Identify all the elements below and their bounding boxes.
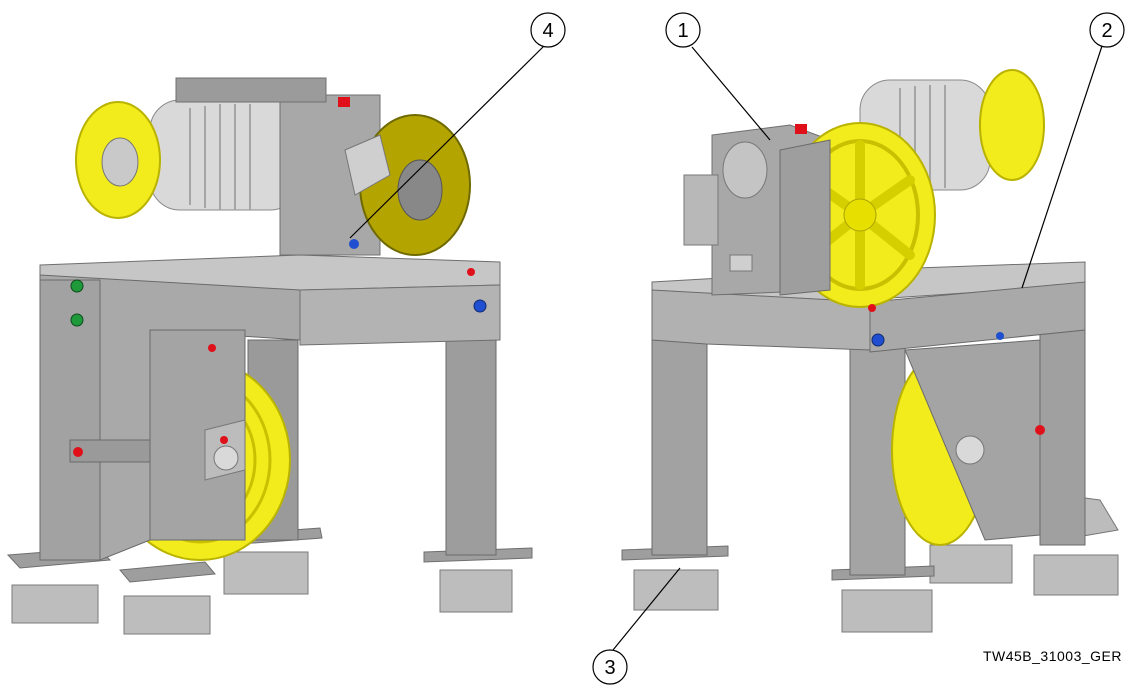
callout-4: 4: [530, 12, 566, 48]
figure-code: TW45B_31003_GER: [982, 648, 1122, 664]
right-pad-front-left: [633, 569, 719, 611]
leader-3: [612, 567, 681, 651]
right-machine-assembly: [621, 69, 1119, 633]
right-pad-front-mid: [841, 589, 933, 633]
left-pad-back-mid: [223, 551, 309, 595]
callout-2: 2: [1089, 12, 1125, 48]
leader-2: [1021, 45, 1103, 289]
callout-1: 1: [665, 12, 701, 48]
callout-3: 3: [592, 649, 628, 685]
left-motor: [149, 99, 301, 211]
left-pad-front-mid: [123, 595, 211, 635]
leader-1: [691, 46, 771, 141]
callout-4-label: 4: [542, 20, 553, 42]
left-gearbox: [279, 94, 381, 256]
left-front-leg: [39, 279, 101, 561]
left-pad-back-right: [439, 569, 513, 613]
left-pad-front-left: [11, 584, 99, 624]
right-pad-back-mid: [929, 544, 1013, 584]
right-pad-back-right: [1033, 554, 1119, 596]
callout-2-label: 2: [1101, 20, 1112, 42]
leader-4: [349, 45, 545, 239]
callout-lines: [349, 45, 1103, 651]
callout-1-label: 1: [677, 20, 688, 42]
left-machine-assembly: [6, 77, 533, 635]
right-motor-end-wheel: [979, 69, 1045, 181]
callout-3-label: 3: [604, 657, 615, 679]
